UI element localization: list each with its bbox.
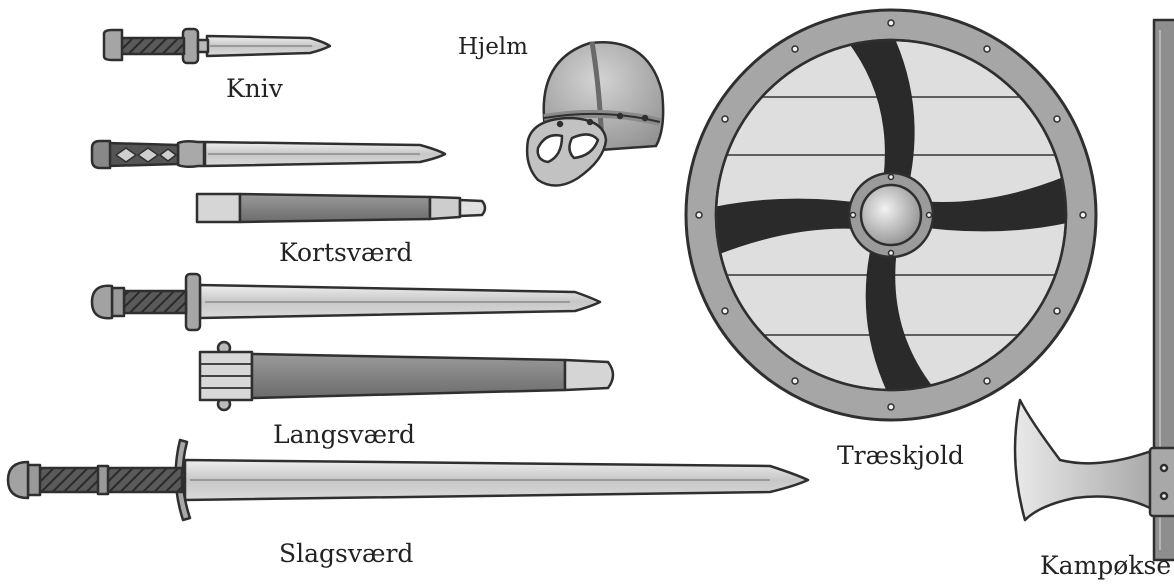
label-kniv: Kniv [226, 76, 283, 101]
helmet-icon [527, 42, 663, 186]
wooden-shield-icon [686, 10, 1096, 420]
label-kampokse: Kampøkse [1040, 553, 1171, 578]
label-slagsvaerd: Slagsværd [279, 541, 413, 566]
label-langsvaerd: Langsværd [273, 422, 415, 447]
label-hjelm: Hjelm [458, 36, 528, 59]
label-traeskjold: Træskjold [837, 443, 964, 468]
short-sword-icon [92, 141, 445, 168]
knife-icon [104, 29, 330, 63]
battle-sword-icon [8, 440, 808, 520]
label-kortsvaerd: Kortsværd [279, 240, 412, 265]
short-sword-sheath [197, 194, 485, 222]
long-sword-icon [92, 274, 600, 330]
long-sword-sheath [200, 342, 613, 410]
